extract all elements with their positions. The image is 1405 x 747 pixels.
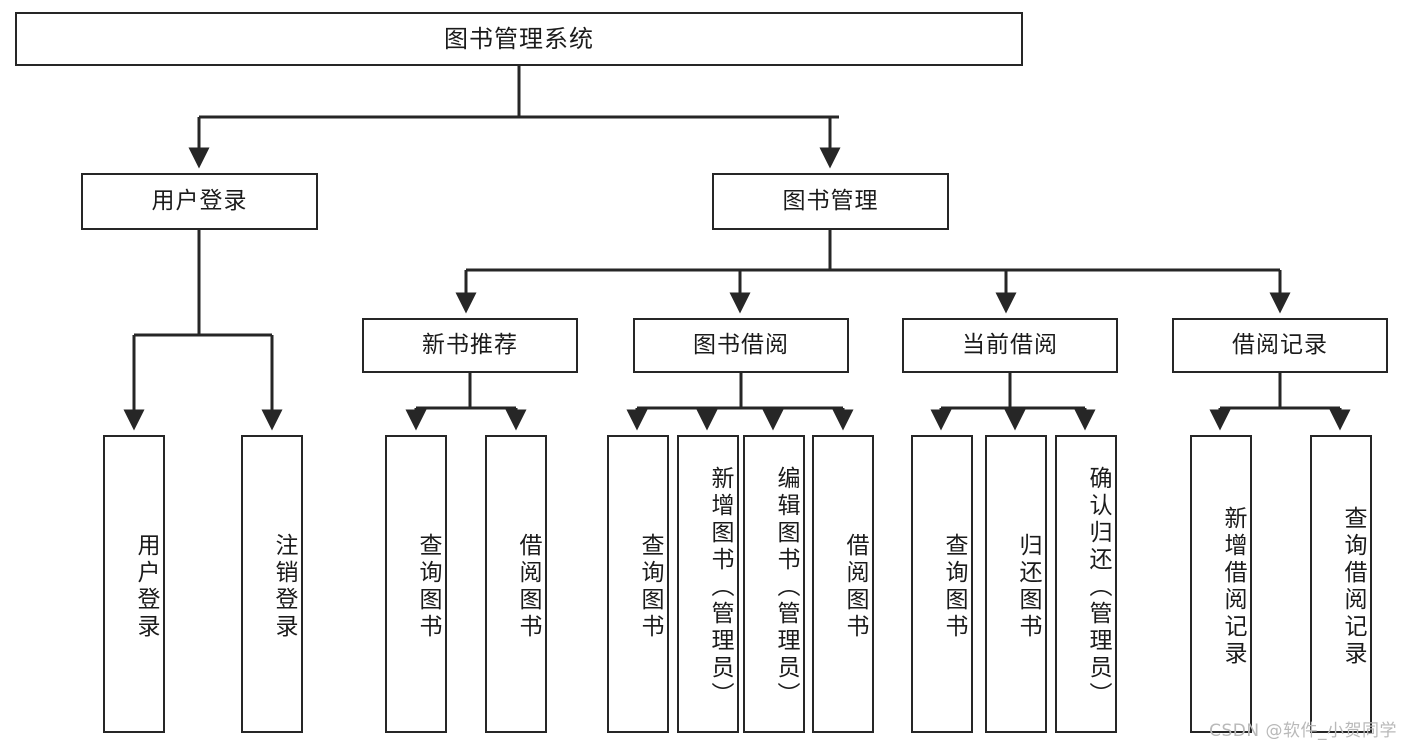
- node-label: 注销登录: [271, 533, 297, 641]
- leaf-query-book-borrow[interactable]: 查询图书: [607, 435, 669, 733]
- node-book-management[interactable]: 图书管理: [712, 173, 949, 230]
- leaf-add-borrow-record[interactable]: 新增借阅记录: [1190, 435, 1252, 733]
- node-label: 借阅图书: [515, 533, 541, 641]
- leaf-query-borrow-record[interactable]: 查询借阅记录: [1310, 435, 1372, 733]
- leaf-return-book[interactable]: 归还图书: [985, 435, 1047, 733]
- node-current-borrow[interactable]: 当前借阅: [902, 318, 1118, 373]
- node-borrow-record[interactable]: 借阅记录: [1172, 318, 1388, 373]
- leaf-query-book-newbook[interactable]: 查询图书: [385, 435, 447, 733]
- node-label: 用户登录: [151, 187, 248, 214]
- node-label: 新增借阅记录: [1220, 506, 1246, 668]
- node-book-borrow[interactable]: 图书借阅: [633, 318, 849, 373]
- leaf-logout[interactable]: 注销登录: [241, 435, 303, 733]
- node-label: 图书管理系统: [444, 24, 594, 53]
- node-label: 查询图书: [637, 533, 663, 641]
- node-label: 当前借阅: [962, 331, 1058, 358]
- node-user-login[interactable]: 用户登录: [81, 173, 318, 230]
- node-label: 用户登录: [133, 533, 159, 641]
- leaf-query-book-current[interactable]: 查询图书: [911, 435, 973, 733]
- node-label: 确认归还（管理员）: [1085, 465, 1111, 709]
- leaf-borrow-book-borrow[interactable]: 借阅图书: [812, 435, 874, 733]
- leaf-add-book-admin[interactable]: 新增图书（管理员）: [677, 435, 739, 733]
- leaf-confirm-return-admin[interactable]: 确认归还（管理员）: [1055, 435, 1117, 733]
- node-label: 借阅图书: [842, 533, 868, 641]
- leaf-user-login[interactable]: 用户登录: [103, 435, 165, 733]
- node-label: 新增图书（管理员）: [707, 465, 733, 709]
- node-label: 新书推荐: [422, 331, 518, 358]
- node-label: 借阅记录: [1232, 331, 1328, 358]
- node-label: 图书借阅: [693, 331, 789, 358]
- node-label: 编辑图书（管理员）: [773, 465, 799, 709]
- leaf-edit-book-admin[interactable]: 编辑图书（管理员）: [743, 435, 805, 733]
- node-label: 查询图书: [415, 533, 441, 641]
- node-root-system[interactable]: 图书管理系统: [15, 12, 1023, 66]
- leaf-borrow-book-newbook[interactable]: 借阅图书: [485, 435, 547, 733]
- node-label: 图书管理: [782, 187, 879, 214]
- node-label: 归还图书: [1015, 533, 1041, 641]
- node-label: 查询图书: [941, 533, 967, 641]
- node-label: 查询借阅记录: [1340, 506, 1366, 668]
- node-new-book-recommend[interactable]: 新书推荐: [362, 318, 578, 373]
